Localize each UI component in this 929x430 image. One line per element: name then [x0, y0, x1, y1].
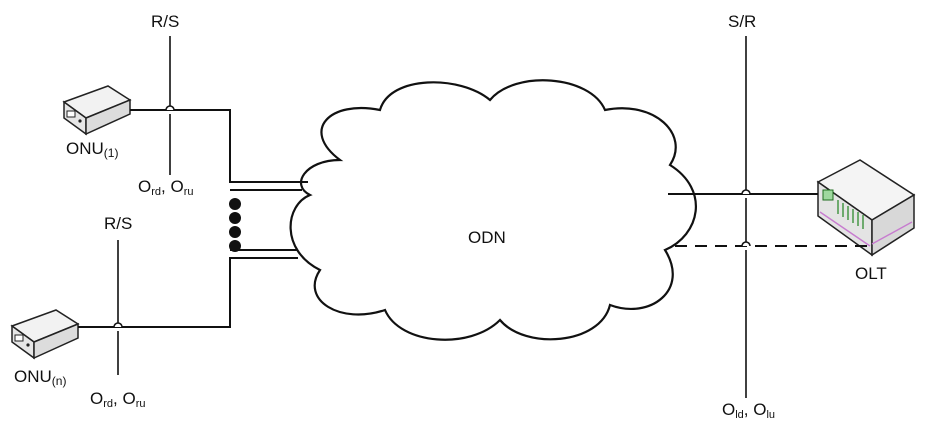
ord-sub: rd — [103, 398, 114, 410]
olu-o: O — [753, 400, 767, 419]
rs-label-top: R/S — [151, 12, 180, 31]
sr-crossing-1 — [741, 189, 751, 195]
ord-oru-label-top: Ord, Oru — [138, 178, 193, 198]
oru-sub: ru — [183, 186, 194, 198]
ord-oru-sep: , — [113, 389, 123, 408]
ord-oru-sep: , — [161, 177, 171, 196]
ord-o: O — [138, 177, 152, 196]
rs-crossing-top — [165, 105, 175, 111]
sr-crossing-2 — [741, 241, 751, 247]
rs-crossing-bottom — [113, 322, 123, 328]
old-olu-sep: , — [743, 400, 754, 419]
onu-1-device-icon — [62, 85, 132, 136]
additional-onus-dots — [229, 198, 241, 252]
onu-1-label-base: ONU — [66, 139, 104, 158]
onu-n-fiber — [78, 257, 298, 328]
rs-label-bottom: R/S — [104, 214, 133, 233]
olt-device-icon — [816, 159, 916, 257]
onu-1-fiber — [130, 109, 308, 183]
onu-n-label-base: ONU — [14, 367, 52, 386]
sr-label: S/R — [728, 12, 757, 31]
oru-sub: ru — [135, 398, 146, 410]
old-o: O — [722, 400, 736, 419]
onu-n-label: ONU(n) — [14, 368, 66, 387]
old-sub: ld — [735, 409, 744, 421]
olu-sub: lu — [766, 409, 776, 421]
oru-o: O — [122, 389, 136, 408]
odn-label: ODN — [468, 228, 506, 247]
olt-label: OLT — [855, 264, 887, 283]
old-olu-label: Old, Olu — [722, 401, 775, 421]
onu-1-label-sub: (1) — [103, 146, 119, 160]
onu-n-device-icon — [10, 309, 80, 360]
odn-cloud — [289, 79, 697, 341]
ord-oru-label-bottom: Ord, Oru — [90, 390, 145, 410]
ord-sub: rd — [151, 186, 162, 198]
oru-o: O — [170, 177, 184, 196]
onu-n-label-sub: (n) — [51, 374, 67, 388]
ord-o: O — [90, 389, 104, 408]
onu-1-label: ONU(1) — [66, 140, 118, 159]
